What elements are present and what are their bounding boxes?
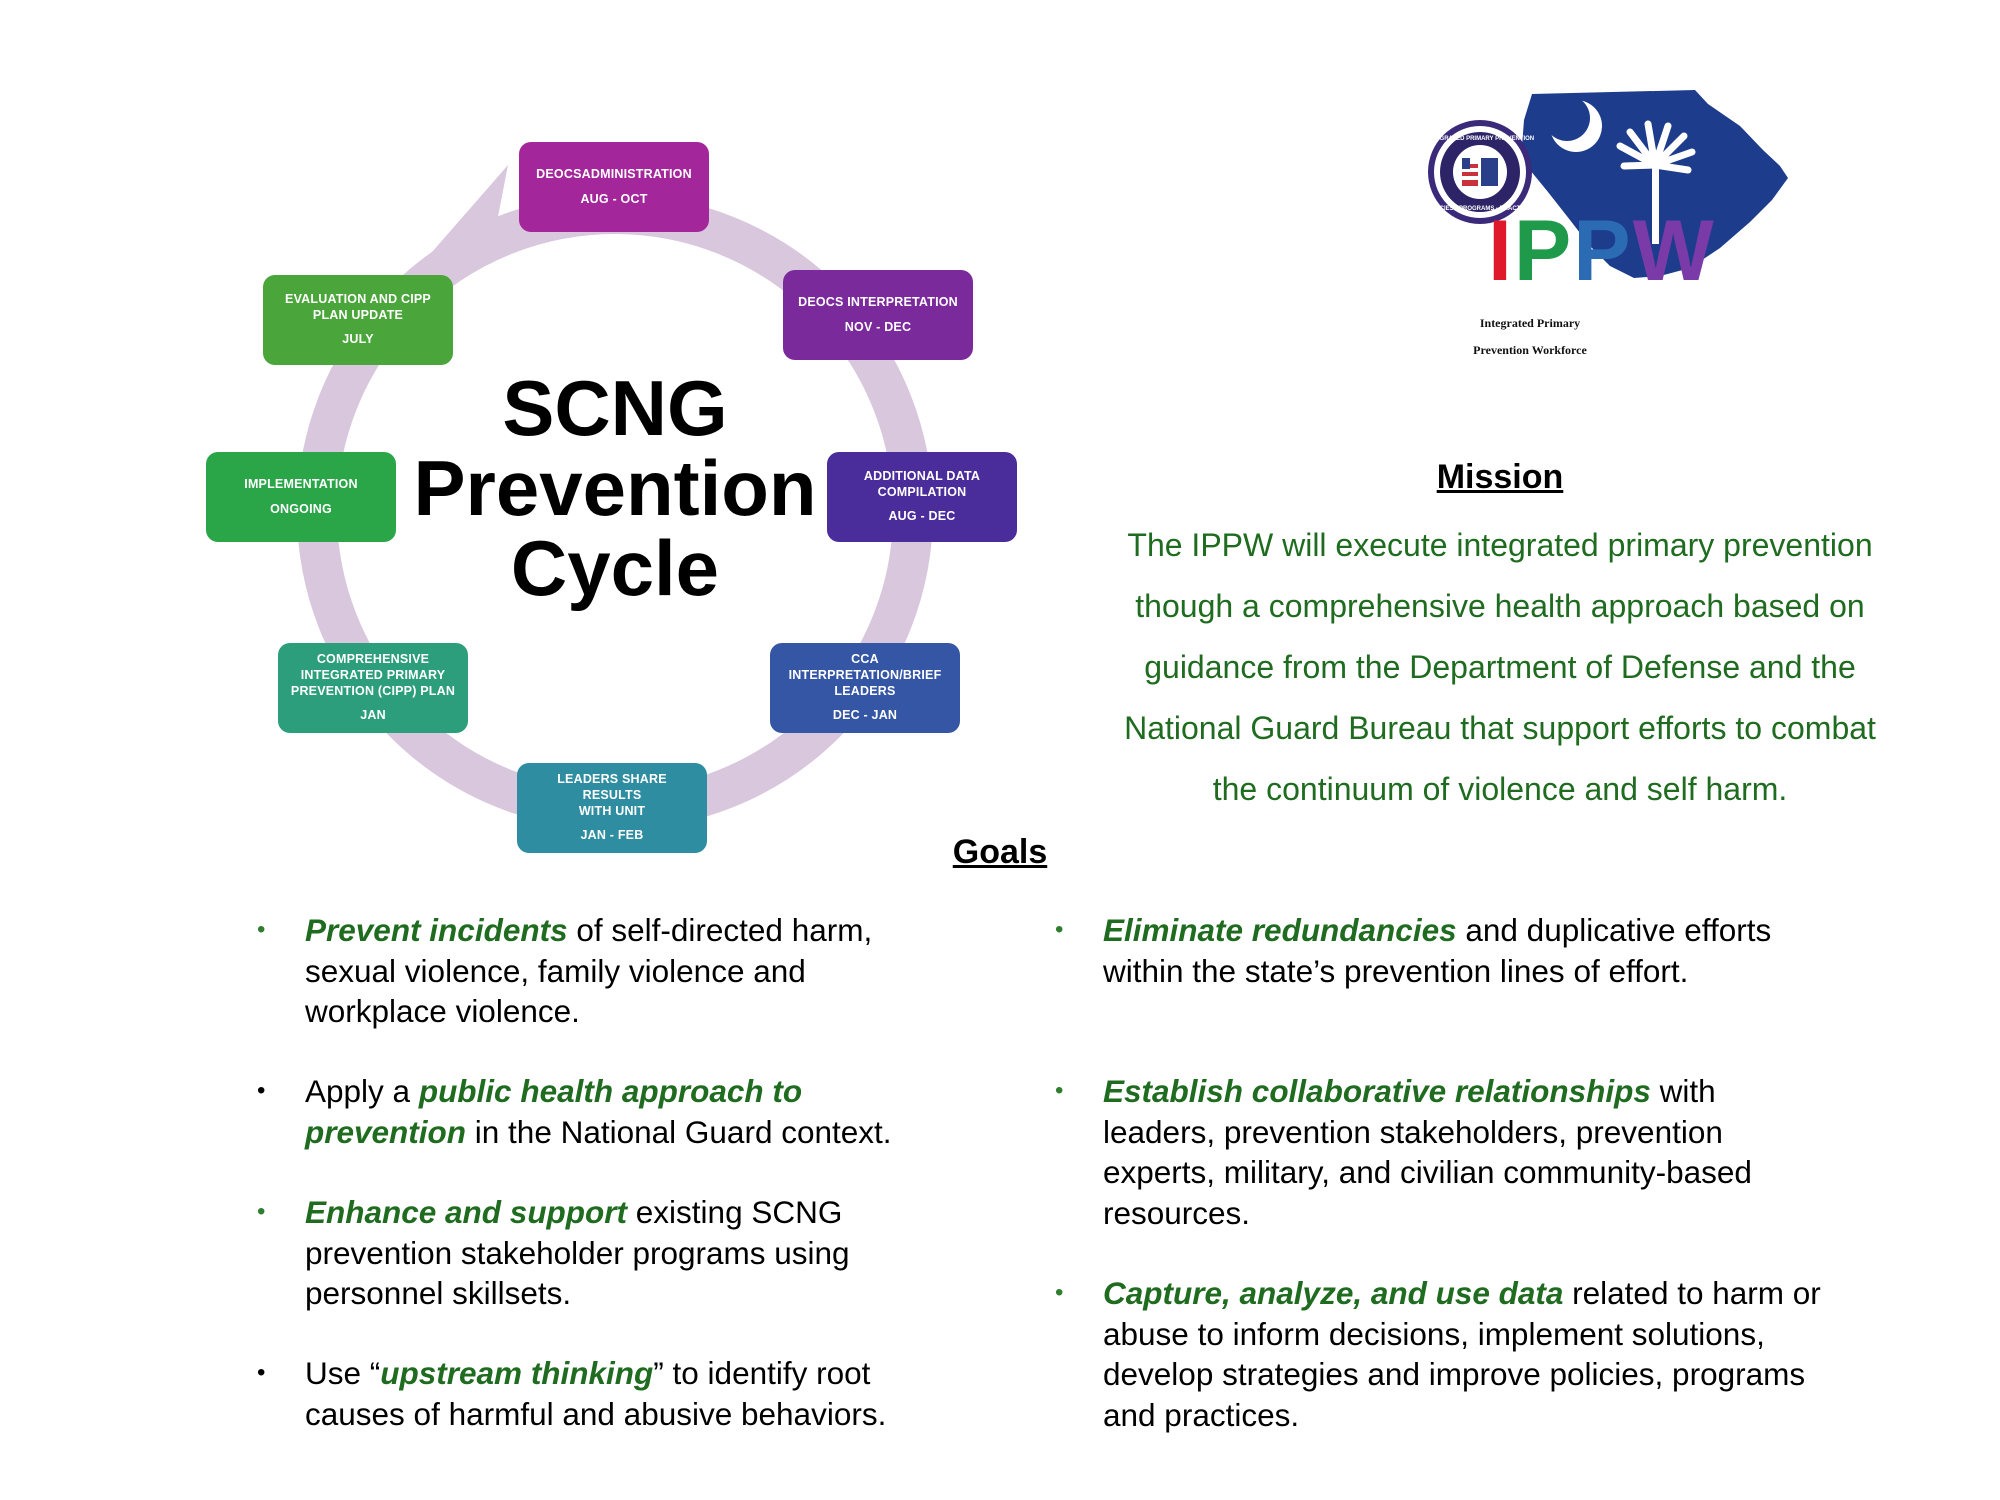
bullet: • — [257, 1077, 266, 1104]
cycle-stage-implementation: IMPLEMENTATION ONGOING — [206, 452, 396, 542]
stage-period: JAN - FEB — [580, 828, 644, 843]
bullet: • — [1055, 1279, 1064, 1306]
stage-title: DEOCS INTERPRETATION — [798, 294, 958, 309]
ippw-logo: INTEGRATED PRIMARY PREVENTION POLICIES ·… — [1426, 90, 1788, 299]
palmetto-tree-icon — [1616, 120, 1696, 244]
goal-emphasis: Eliminate redundancies — [1103, 912, 1457, 948]
mission-heading: Mission — [1436, 458, 1564, 496]
mission-line: The IPPW will execute integrated primary… — [1127, 527, 1873, 563]
goal-text: and duplicative efforts within the state… — [1103, 912, 1772, 989]
goal-text: with leaders, prevention stakeholders, p… — [1103, 1073, 1752, 1231]
stage-period: NOV - DEC — [844, 319, 912, 334]
goal-text-pre: Use “ — [305, 1355, 381, 1391]
seal-lower-text: POLICIES · PROGRAMS · PRACTICES — [1426, 206, 1535, 212]
bullet: • — [257, 916, 266, 943]
goal-emphasis: Establish collaborative relationships — [1103, 1073, 1651, 1109]
cycle-stage-cca-interpretation: CCA INTERPRETATION/BRIEF LEADERS DEC - J… — [770, 643, 960, 733]
goal-text: ” to identify root causes of harmful and… — [305, 1355, 887, 1432]
goal-emphasis: public health approach to prevention — [305, 1073, 803, 1150]
mission-line: guidance from the Department of Defense … — [1144, 649, 1856, 685]
stage-title: CCA INTERPRETATION/BRIEF LEADERS — [788, 652, 942, 698]
goal-item: • Use “upstream thinking” to identify roo… — [257, 1353, 945, 1434]
ippw-seal-icon: INTEGRATED PRIMARY PREVENTION POLICIES ·… — [1426, 120, 1535, 224]
bullet: • — [1055, 916, 1064, 943]
logo-caption-line1: Integrated Primary — [1479, 316, 1581, 330]
goal-text: of self-directed harm, sexual violence, … — [305, 912, 873, 1029]
cycle-stage-leaders-share: LEADERS SHARE RESULTS WITH UNIT JAN - FE… — [517, 763, 707, 853]
goal-emphasis: Enhance and support — [305, 1194, 628, 1230]
seal-text: INTEGRATED PRIMARY PREVENTION — [1426, 136, 1534, 142]
cycle-arrow-icon — [432, 165, 508, 258]
cycle-stage-deocs-interpretation: DEOCS INTERPRETATION NOV - DEC — [783, 270, 973, 360]
logo-caption-line2: Prevention Workforce — [1473, 343, 1587, 357]
goal-emphasis: Prevent incidents — [305, 912, 568, 948]
goal-text: existing SCNG prevention stakeholder pro… — [305, 1194, 850, 1311]
cycle-stage-deocs-administration: DEOCSADMINISTRATION AUG - OCT — [519, 142, 709, 232]
stage-title: ADDITIONAL DATA COMPILATION — [863, 469, 981, 499]
goals-heading: Goals — [952, 833, 1048, 871]
mission-line: the continuum of violence and self harm. — [1212, 771, 1788, 807]
goal-item: • Establish collaborative relationships w… — [1055, 1071, 1823, 1233]
bullet: • — [257, 1198, 266, 1225]
stage-title: LEADERS SHARE RESULTS WITH UNIT — [557, 772, 667, 818]
stage-period: ONGOING — [270, 501, 332, 516]
stage-period: JAN — [360, 708, 386, 723]
crescent-icon — [1544, 95, 1602, 152]
cycle-title: SCNG Prevention Cycle — [413, 364, 817, 612]
cycle-stage-additional-data: ADDITIONAL DATA COMPILATION AUG - DEC — [827, 452, 1017, 542]
bullet: • — [1055, 1077, 1064, 1104]
goal-item: • Capture, analyze, and use data related … — [1055, 1273, 1823, 1435]
stage-title: COMPREHENSIVE INTEGRATED PRIMARY PREVENT… — [290, 652, 456, 698]
stage-title: EVALUATION AND CIPP PLAN UPDATE — [285, 292, 431, 322]
goal-emphasis: Capture, analyze, and use data — [1103, 1275, 1564, 1311]
goal-item: • Prevent incidents of self-directed harm… — [257, 910, 945, 1032]
stage-period: AUG - DEC — [888, 509, 956, 524]
mission-line: National Guard Bureau that support effor… — [1124, 710, 1876, 746]
stage-title: DEOCSADMINISTRATION — [536, 166, 692, 181]
stage-period: DEC - JAN — [832, 708, 898, 723]
cycle-stage-cipp-plan: COMPREHENSIVE INTEGRATED PRIMARY PREVENT… — [278, 643, 468, 733]
goal-item: • Eliminate redundancies and duplicative … — [1055, 910, 1823, 991]
goal-text: in the National Guard context. — [466, 1113, 892, 1150]
stage-period: JULY — [342, 332, 374, 347]
bullet: • — [257, 1359, 266, 1386]
mission-statement: The IPPW will execute integrated primary… — [1090, 515, 1910, 820]
goal-emphasis: upstream thinking — [380, 1355, 654, 1391]
mission-line: though a comprehensive health approach b… — [1135, 588, 1865, 624]
cycle-stage-evaluation: EVALUATION AND CIPP PLAN UPDATE JULY — [263, 275, 453, 365]
goal-text: related to harm or abuse to inform decis… — [1103, 1275, 1821, 1433]
goal-text-pre: Apply a — [305, 1073, 419, 1109]
stage-period: AUG - OCT — [580, 191, 648, 206]
goal-item: • Enhance and support existing SCNG preve… — [257, 1192, 945, 1314]
goal-item: • Apply a public health approach to preve… — [257, 1071, 945, 1152]
ippw-wordmark: IPPW — [1488, 203, 1716, 299]
stage-title: IMPLEMENTATION — [244, 476, 358, 491]
